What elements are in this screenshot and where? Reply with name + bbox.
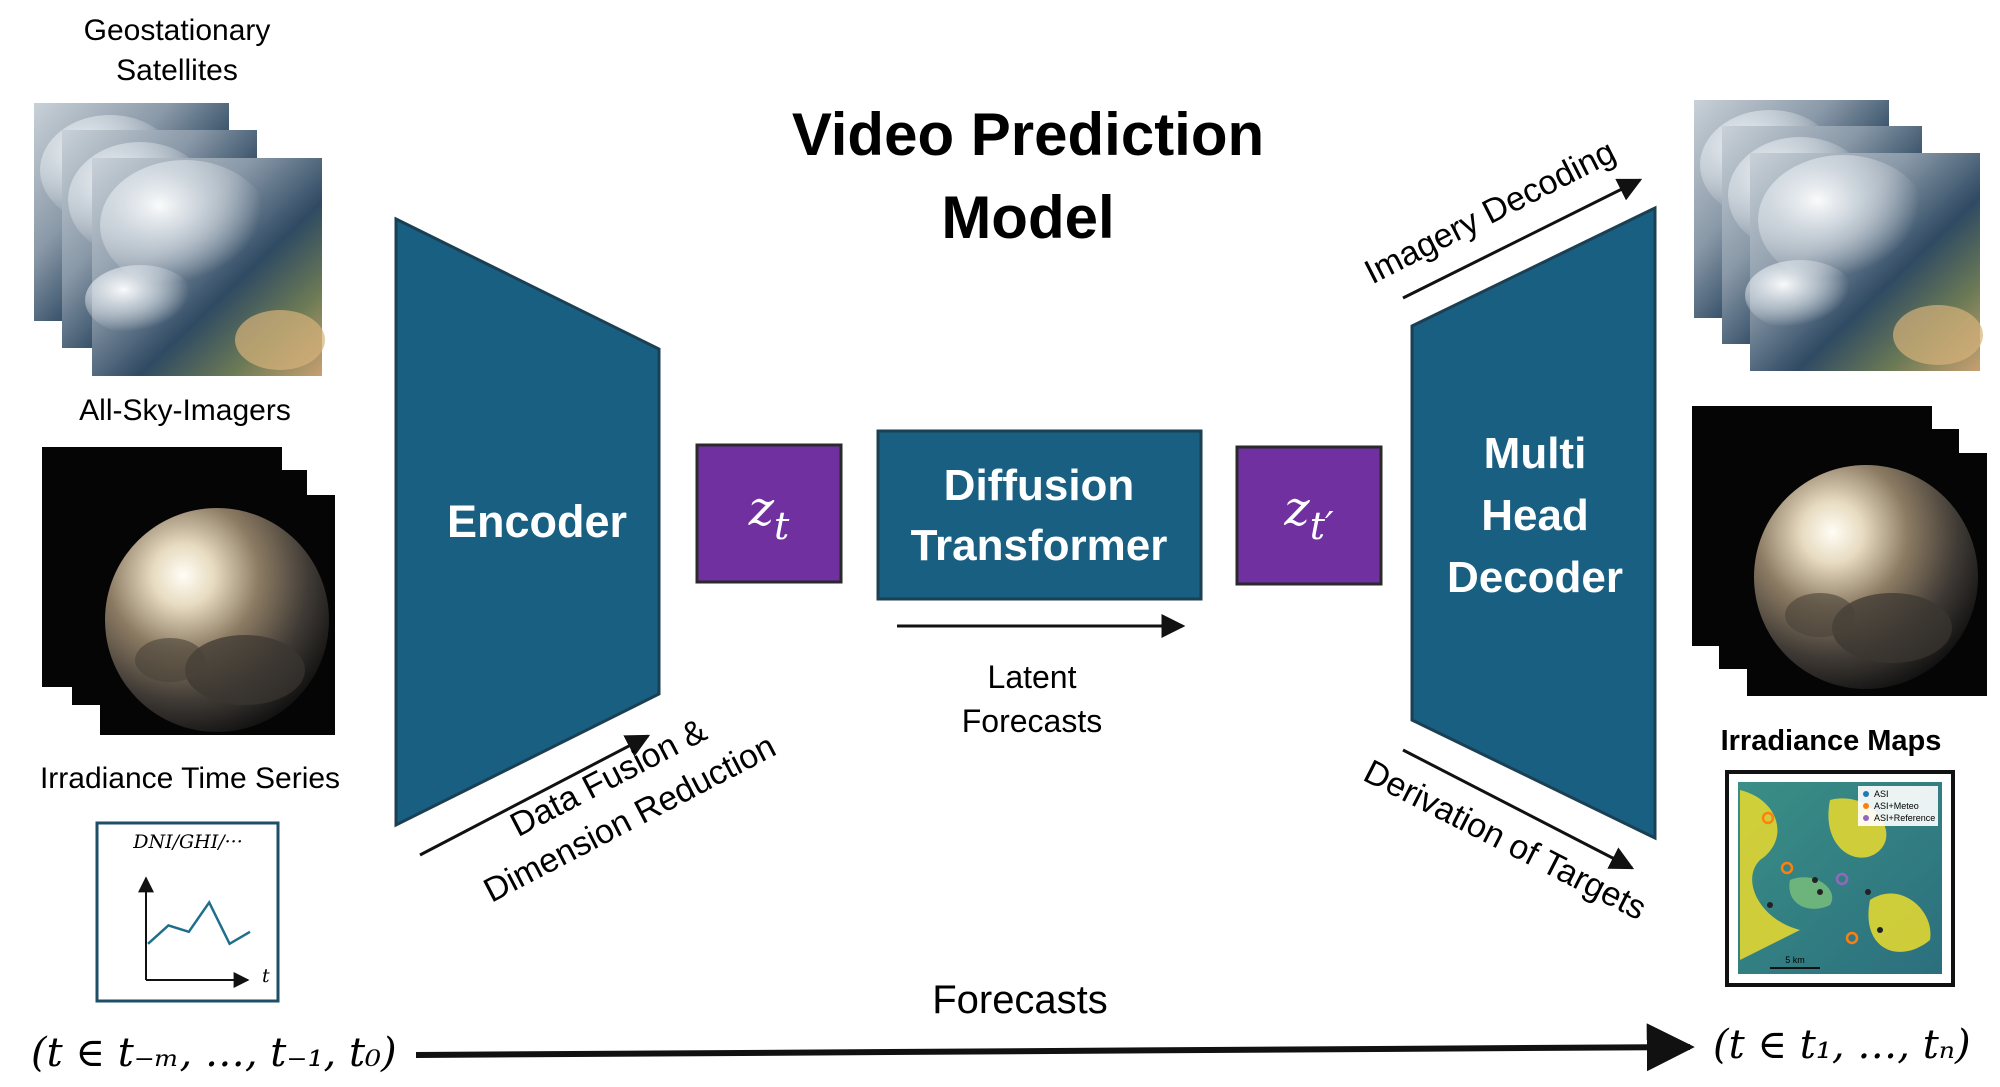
latent-forecasts-line-1: Latent (988, 659, 1077, 695)
time-series-line (147, 899, 251, 946)
latent-z-t-prime-box (1235, 445, 1383, 586)
latent-z-t-box (695, 443, 843, 584)
legend-label-asi-reference: ASI+Reference (1874, 813, 1935, 823)
time-series-title: DNI/GHI/··· (132, 831, 243, 853)
forecasts-label: Forecasts (932, 978, 1108, 1022)
forecasts-timeline-arrow (415, 1023, 1695, 1072)
all-sky-frame-front (100, 495, 335, 735)
past-timesteps-label: (t ∈ t₋ₘ, …, t₋₁, t₀) (31, 1030, 397, 1076)
decoder-line-2: Head (1481, 491, 1589, 540)
irradiance-map-legend-box (1858, 786, 1938, 826)
irradiance-map-patch (1789, 877, 1833, 909)
satellites-label-2: Satellites (116, 54, 238, 87)
diffusion-transformer-block (876, 429, 1203, 601)
time-series-plot: DNI/GHI/··· t (95, 821, 280, 1003)
decoder-line-1: Multi (1484, 429, 1587, 478)
diffusion-transformer-line-1: Diffusion (944, 461, 1135, 510)
map-site-marker (1845, 931, 1859, 945)
legend-marker-asi-meteo (1863, 803, 1869, 809)
latent-z-t-prime-base: z (1283, 481, 1310, 537)
map-site-marker (1780, 861, 1794, 875)
output-satellite-frame-front (1745, 153, 1983, 371)
satellite-frame-front (85, 158, 325, 376)
latent-z-t-prime-label: zt′ (1283, 481, 1334, 548)
map-scale-label: 5 km (1785, 955, 1805, 965)
x-axis-label: t (262, 965, 270, 987)
diffusion-transformer-line-2: Transformer (911, 521, 1168, 570)
latent-forecasts-line-2: Forecasts (962, 703, 1102, 739)
latent-z-t-prime-sub: t′ (1310, 504, 1334, 548)
multi-head-decoder-block (1410, 205, 1657, 841)
latent-z-t-base: z (748, 481, 775, 537)
latent-z-t-sub: t (774, 504, 790, 548)
all-sky-image-stack (42, 447, 335, 735)
output-all-sky-stack (1692, 406, 1987, 696)
map-site-marker (1877, 927, 1883, 933)
map-site-marker (1865, 889, 1871, 895)
future-timesteps-label: (t ∈ t₁, …, tₙ) (1713, 1022, 1971, 1068)
irradiance-maps-label: Irradiance Maps (1721, 725, 1942, 757)
imagery-decoding-arrow (1402, 178, 1643, 300)
time-series-frame (95, 821, 280, 1003)
map-site-marker (1761, 811, 1775, 825)
title-line-2: Model (941, 184, 1114, 251)
map-site-marker (1812, 877, 1818, 883)
derivation-arrow (1402, 748, 1635, 870)
all-sky-label: All-Sky-Imagers (79, 394, 291, 427)
irradiance-map: ASI ASI+Meteo ASI+Reference 5 km (1725, 770, 1955, 987)
legend-marker-asi-reference (1863, 815, 1869, 821)
irradiance-map-patch (1868, 893, 1931, 952)
title-line-1: Video Prediction (792, 101, 1264, 168)
output-satellite-stack (1694, 100, 1983, 371)
irradiance-map-patch (1740, 790, 1800, 960)
output-all-sky-frame-front (1747, 453, 1987, 696)
irradiance-ts-label: Irradiance Time Series (40, 762, 340, 795)
encoder-label: Encoder (447, 496, 627, 547)
legend-label-asi: ASI (1874, 789, 1889, 799)
decoder-line-3: Decoder (1447, 553, 1623, 602)
data-fusion-arrow (419, 734, 651, 857)
encoder-block (394, 216, 661, 828)
latent-z-t-label: zt (748, 481, 790, 548)
map-site-marker (1817, 889, 1823, 895)
legend-label-asi-meteo: ASI+Meteo (1874, 801, 1919, 811)
map-site-marker (1767, 902, 1773, 908)
satellites-label-1: Geostationary (84, 14, 271, 47)
map-site-marker (1835, 872, 1849, 886)
satellite-image-stack (34, 103, 325, 376)
legend-marker-asi (1863, 791, 1869, 797)
